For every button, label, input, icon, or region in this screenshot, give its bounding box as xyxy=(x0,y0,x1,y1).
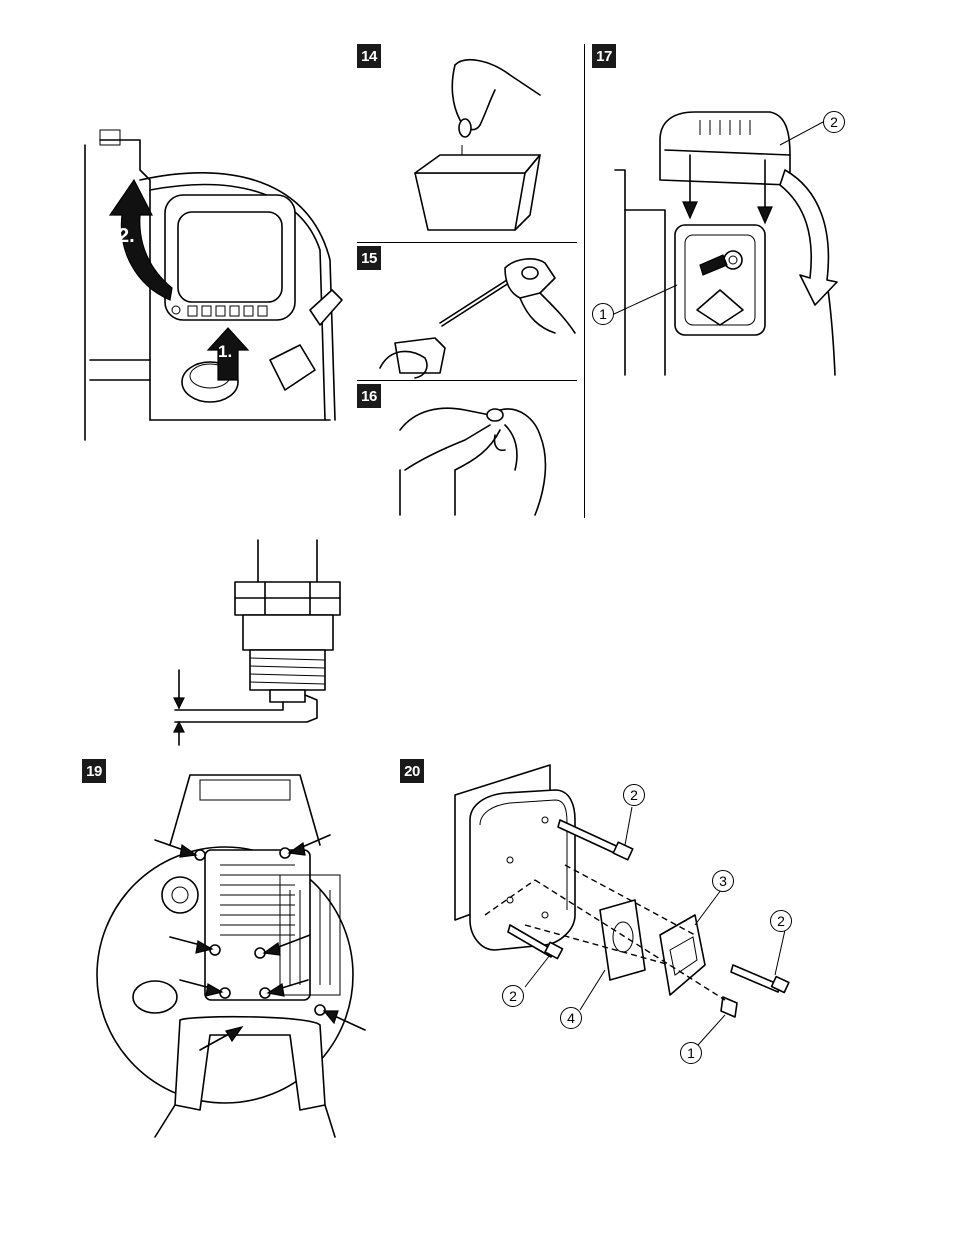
step-1-label: 1. xyxy=(218,342,232,362)
spark-plug-gap-illustration xyxy=(165,540,345,745)
figure-20-number: 20 xyxy=(400,759,424,783)
figure-14-illustration xyxy=(380,55,575,240)
figure-20-illustration: 2 2 3 2 4 1 xyxy=(455,765,800,1070)
figure-14-number: 14 xyxy=(357,44,381,68)
figure-16-number: 16 xyxy=(357,384,381,408)
air-filter-removal-illustration: 2. 1. xyxy=(80,120,350,442)
figure-17-illustration: 1 2 xyxy=(605,110,840,378)
figure-20-callout-2-right: 2 xyxy=(770,910,792,932)
figure-16-illustration xyxy=(395,390,575,515)
figure-20-callout-3: 3 xyxy=(712,870,734,892)
figure-15-number: 15 xyxy=(357,246,381,270)
figure-17-number: 17 xyxy=(592,44,616,68)
figure-20-callout-1: 1 xyxy=(680,1042,702,1064)
figure-20-callout-2-top: 2 xyxy=(623,784,645,806)
figure-20-callout-2-left: 2 xyxy=(502,985,524,1007)
vertical-separator xyxy=(584,44,585,518)
figure-15-illustration xyxy=(380,248,575,378)
figure-19-illustration xyxy=(100,775,380,1137)
step-2-label: 2. xyxy=(118,225,135,248)
figure-20-callout-4: 4 xyxy=(560,1007,582,1029)
divider xyxy=(357,242,577,243)
divider xyxy=(357,380,577,381)
